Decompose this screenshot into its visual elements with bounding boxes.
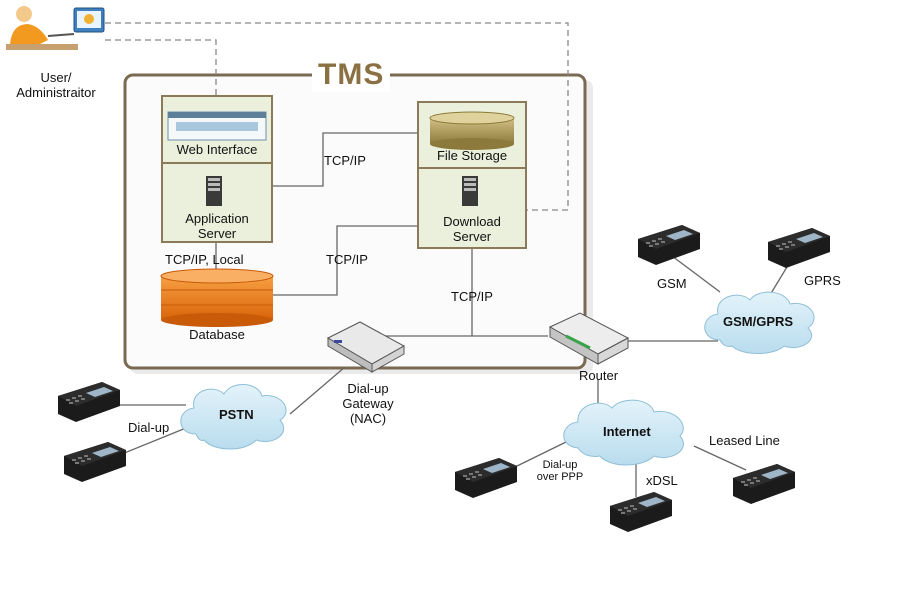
tcpip-router-label: TCP/IP: [451, 289, 493, 304]
download-server-label: Download Server: [418, 214, 526, 244]
gprs-label: GPRS: [804, 273, 841, 288]
file-storage-label: File Storage: [436, 148, 508, 163]
web-interface-icon: [167, 111, 267, 141]
gsm-gprs-cloud: [704, 291, 815, 354]
pstn-cloud: [180, 384, 287, 450]
internet-cloud: [563, 399, 684, 466]
connection-lines: [118, 132, 791, 497]
user-admin-icon: [6, 6, 105, 50]
tcpip-db-label: TCP/IP: [326, 252, 368, 267]
user-label-line1: User/: [40, 70, 72, 85]
internet-label: Internet: [603, 424, 651, 439]
pos-terminal-gsm: [638, 225, 700, 265]
gsm-gprs-label: GSM/GPRS: [723, 314, 794, 329]
router-label: Router: [579, 368, 619, 383]
database-icon: [160, 268, 274, 327]
pstn-label: PSTN: [219, 407, 254, 422]
dialup-ppp-label: Dial-up over PPP: [528, 459, 592, 483]
pos-terminal-gprs: [768, 228, 830, 268]
web-interface-label: Web Interface: [176, 142, 258, 157]
gateway-label-line2: Gateway: [342, 396, 394, 411]
download-server-label-line2: Server: [452, 229, 492, 244]
database-label: Database: [189, 327, 245, 342]
application-server-label: Application Server: [162, 211, 272, 241]
gsm-label: GSM: [657, 276, 687, 291]
gateway-label-line3: (NAC): [349, 411, 387, 426]
application-server-label-line2: Server: [197, 226, 237, 241]
dialup-ppp-label-line1: Dial-up: [542, 459, 578, 471]
gateway-label-line1: Dial-up: [347, 381, 389, 396]
download-server-icon: [462, 176, 478, 206]
admin-web-link: [105, 39, 217, 96]
download-server-label-line1: Download: [443, 214, 501, 229]
gateway-icon: [326, 321, 406, 373]
pos-terminal-pstn-2: [64, 442, 126, 482]
dialup-label: Dial-up: [128, 420, 170, 435]
pos-terminal-xdsl: [610, 492, 672, 532]
tcpip-local-label: TCP/IP, Local: [165, 252, 244, 267]
application-server-icon: [206, 176, 222, 206]
dialup-ppp-label-line2: over PPP: [536, 471, 584, 483]
admin-download-link: [105, 22, 569, 211]
file-storage-icon: [429, 111, 515, 150]
router-icon: [548, 312, 630, 365]
gateway-label: Dial-up Gateway (NAC): [330, 381, 406, 426]
tms-title: TMS: [312, 58, 391, 92]
pos-terminal-leased-line: [733, 464, 795, 504]
leased-line-label: Leased Line: [709, 433, 780, 448]
application-server-label-line1: Application: [185, 211, 249, 226]
user-label-line2: Administraitor: [16, 85, 96, 100]
pos-terminal-pstn-1: [58, 382, 120, 422]
tcpip-top-label: TCP/IP: [324, 153, 366, 168]
user-label: User/ Administraitor: [4, 70, 108, 100]
pos-terminal-dialup-ppp: [455, 458, 517, 498]
xdsl-label: xDSL: [646, 473, 678, 488]
